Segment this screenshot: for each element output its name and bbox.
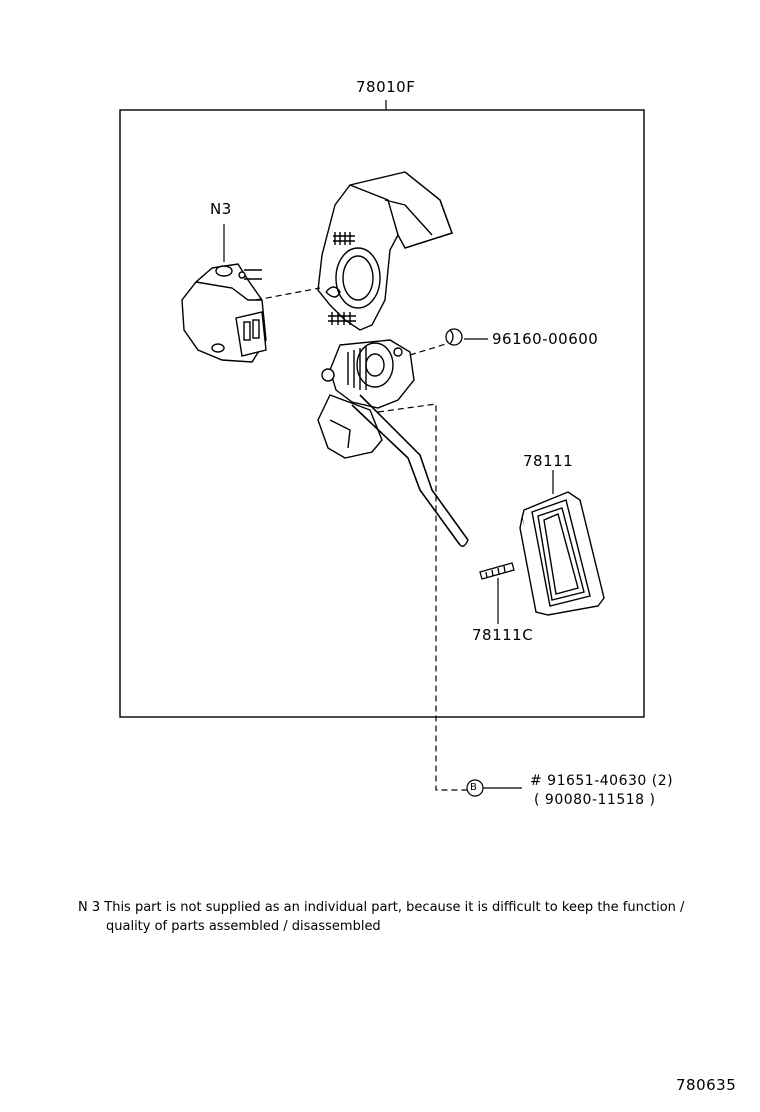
part-label-pin: 78111C xyxy=(472,626,534,644)
part-label-pad: 78111 xyxy=(523,452,574,470)
pedal-pad xyxy=(519,491,605,616)
accelerator-position-sensor xyxy=(181,263,267,363)
dashed-guides xyxy=(255,287,470,791)
fastener-alt-number: ( 90080-11518 ) xyxy=(534,792,656,808)
figure-number: 780635 xyxy=(676,1076,737,1094)
note-line-2: quality of parts assembled / disassemble… xyxy=(106,919,381,934)
assembly-frame xyxy=(119,109,645,718)
note-line-1: N 3 This part is not supplied as an indi… xyxy=(78,900,685,915)
fastener-symbol: B xyxy=(470,782,477,793)
part-label-n3: N3 xyxy=(210,200,232,218)
pedal-bracket xyxy=(317,171,469,547)
fastener-part-number: # 91651-40630 (2) xyxy=(530,773,674,789)
assembly-label: 78010F xyxy=(356,78,416,96)
pin-part xyxy=(479,562,515,580)
clip-part xyxy=(445,328,463,346)
part-label-clip: 96160-00600 xyxy=(492,330,599,348)
